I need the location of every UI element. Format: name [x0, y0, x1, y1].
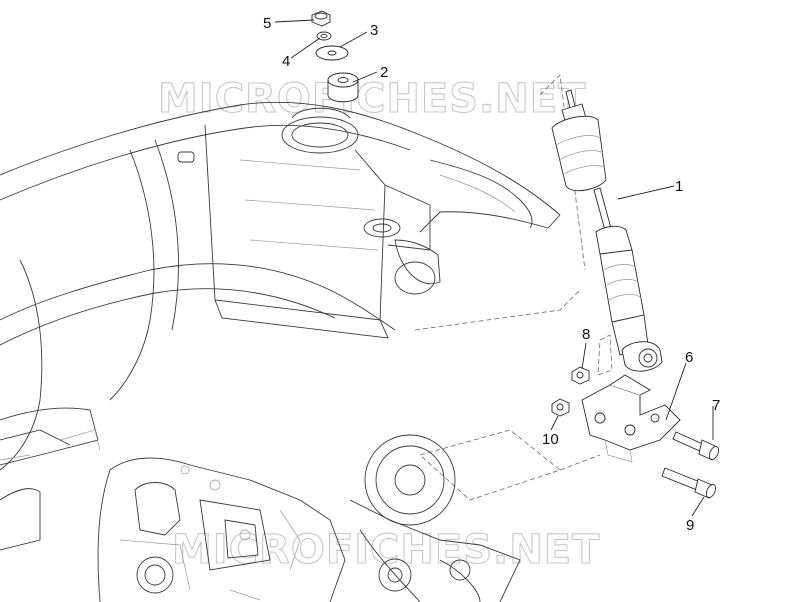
part-2-rubber-bush	[327, 72, 359, 103]
callout-2: 2	[380, 64, 388, 81]
part-9-bolt	[661, 467, 717, 499]
part-6-bracket	[581, 374, 681, 463]
callout-7: 7	[712, 397, 720, 414]
part-7-bolt	[672, 431, 720, 461]
part-3-plate-washer	[315, 45, 349, 61]
callout-5: 5	[263, 15, 271, 32]
watermark-bottom: MICROFICHES.NET	[172, 527, 600, 573]
callout-4: 4	[282, 53, 290, 70]
callout-labels: 5 3 4 2 1 8 6 7 10 9	[263, 15, 720, 534]
part-4-washer	[316, 31, 332, 41]
callout-1: 1	[675, 178, 683, 195]
part-1-shock-absorber	[551, 89, 663, 372]
part-8-nut	[571, 366, 590, 385]
callout-10: 10	[542, 431, 559, 448]
engine-casing	[97, 434, 521, 602]
frame-chassis	[0, 101, 561, 551]
part-5-nut	[311, 10, 331, 27]
assembly-guides	[414, 74, 613, 501]
part-10-nut	[551, 398, 570, 417]
callout-6: 6	[685, 349, 693, 366]
callout-3: 3	[370, 22, 378, 39]
callout-9: 9	[686, 517, 694, 534]
watermark-top: MICROFICHES.NET	[158, 76, 586, 122]
leader-lines	[274, 19, 714, 517]
callout-8: 8	[582, 326, 590, 343]
